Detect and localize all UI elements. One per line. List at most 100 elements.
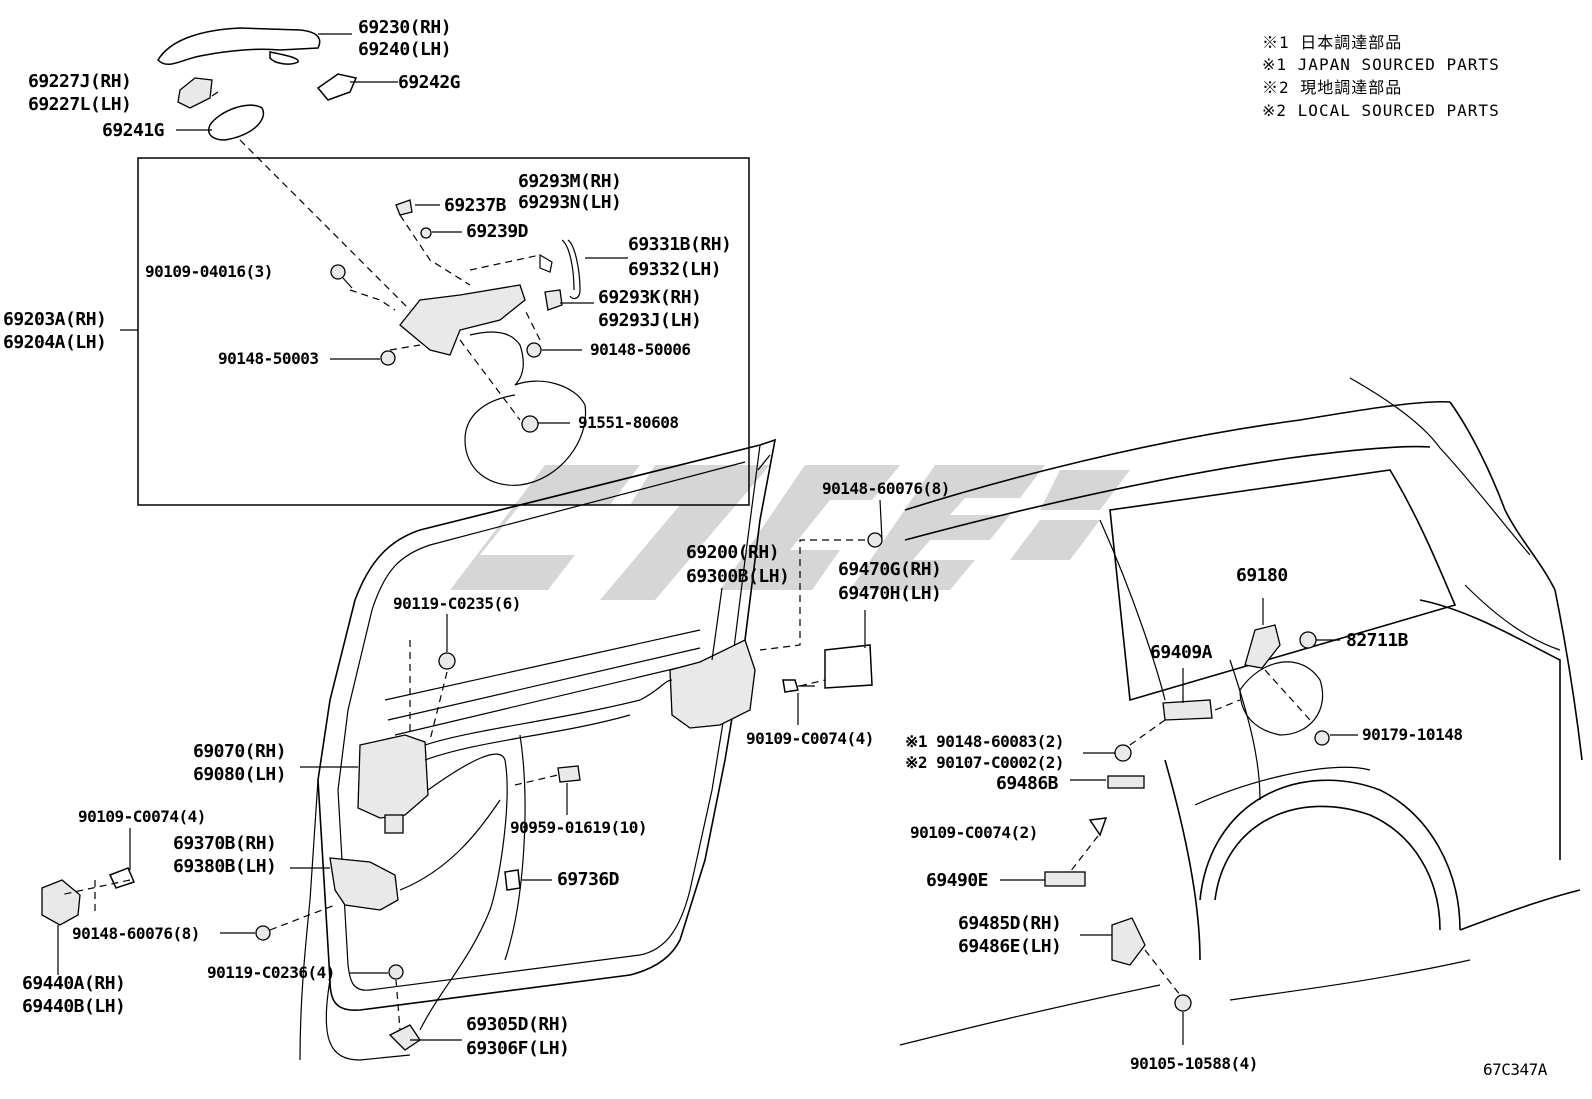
bolt-90109-c0074-mid	[782, 679, 815, 693]
label-69293m: 69293M(RH)	[518, 171, 621, 192]
striker-69409a	[1162, 699, 1213, 721]
door-lock-assembly	[669, 639, 756, 729]
label-69470h: 69470H(LH)	[838, 583, 941, 604]
fuel-lid-hinge	[1244, 624, 1281, 669]
label-90105-10588: 90105-10588(4)	[1130, 1054, 1258, 1073]
label-69239d: 69239D	[466, 221, 529, 242]
label-90179-10148: 90179-10148	[1362, 725, 1462, 744]
label-69227j: 69227J(RH)	[28, 71, 131, 92]
sourcing-notes: ※1 日本調達部品 ※1 JAPAN SOURCED PARTS ※2 現地調達…	[1262, 33, 1500, 120]
label-90959-01619: 90959-01619(10)	[510, 818, 647, 837]
label-69736d: 69736D	[557, 869, 620, 890]
cable-clamp	[557, 765, 581, 783]
dashed-assembly-lines	[59, 139, 1311, 1031]
vehicle-body-outline	[899, 377, 1583, 1046]
label-69300b: 69300B(LH)	[686, 566, 789, 587]
wire-harness	[399, 679, 673, 1031]
label-69293n: 69293N(LH)	[518, 192, 621, 213]
inset-frame	[137, 157, 750, 506]
label-69200: 69200(RH)	[686, 542, 779, 563]
label-69204a: 69204A(LH)	[3, 332, 106, 353]
label-69485d: 69485D(RH)	[958, 913, 1061, 934]
part-labels: 69230(RH) 69240(LH) 69227J(RH) 69227L(LH…	[3, 17, 1463, 1073]
bolt-90148-60083	[1114, 744, 1132, 762]
door-lock-striker-lower	[329, 857, 399, 911]
label-91551-80608: 91551-80608	[578, 413, 678, 432]
bolt-90109-c0074-left	[108, 867, 136, 889]
label-69227l: 69227L(LH)	[28, 94, 131, 115]
clip-90179-10148	[1314, 730, 1330, 746]
label-90109-c0074-mid: 90109-C0074(4)	[746, 729, 874, 748]
handle-cap	[177, 77, 213, 109]
label-90148-50006: 90148-50006	[590, 340, 690, 359]
label-90148-60076-top: 90148-60076(8)	[822, 479, 950, 498]
note-line-3: ※2 現地調達部品	[1262, 78, 1402, 97]
label-90148-60083: ※1 90148-60083(2)	[905, 732, 1064, 751]
label-69293j: 69293J(LH)	[598, 310, 701, 331]
lower-stopper	[388, 1024, 421, 1051]
label-69332: 69332(LH)	[628, 259, 721, 280]
bolt-90148-60076-top	[867, 532, 883, 548]
label-90109-c0074-right: 90109-C0074(2)	[910, 823, 1038, 842]
label-69440a: 69440A(RH)	[22, 973, 125, 994]
label-90148-60076-left: 90148-60076(8)	[72, 924, 200, 943]
label-69240: 69240(LH)	[358, 39, 451, 60]
label-69080: 69080(LH)	[193, 764, 286, 785]
label-69180: 69180	[1236, 565, 1288, 586]
bolt-90105-10588	[1174, 994, 1192, 1012]
label-69237b: 69237B	[444, 195, 507, 216]
label-69470g: 69470G(RH)	[838, 559, 941, 580]
label-90107-c0002: ※2 90107-C0002(2)	[905, 753, 1064, 772]
label-69490e: 69490E	[926, 870, 988, 891]
bracket-69490e	[1044, 871, 1086, 887]
label-90119-c0235: 90119-C0235(6)	[393, 594, 521, 613]
bolt-90109-c0074-right	[1088, 817, 1108, 837]
label-90119-c0236: 90119-C0236(4)	[207, 963, 335, 982]
clip-82711b	[1299, 631, 1317, 649]
label-69440b: 69440B(LH)	[22, 996, 125, 1017]
door-hinge-plate	[41, 879, 81, 926]
label-69241g: 69241G	[102, 120, 164, 141]
bolt-90148-50003	[380, 350, 396, 366]
label-69305d: 69305D(RH)	[466, 1014, 569, 1035]
label-69486b: 69486B	[996, 773, 1059, 794]
note-line-4: ※2 LOCAL SOURCED PARTS	[1262, 101, 1500, 120]
rear-door-outline	[299, 438, 777, 1061]
clip-69736d	[504, 869, 521, 891]
label-69070: 69070(RH)	[193, 741, 286, 762]
label-69380b: 69380B(LH)	[173, 856, 276, 877]
label-69306f: 69306F(LH)	[466, 1038, 569, 1059]
label-82711b: 82711B	[1346, 630, 1409, 651]
handle-gasket	[208, 104, 265, 141]
bracket-69485d	[1111, 917, 1146, 966]
label-69370b: 69370B(RH)	[173, 833, 276, 854]
label-69409a: 69409A	[1150, 642, 1213, 663]
label-69331b: 69331B(RH)	[628, 234, 731, 255]
label-69230: 69230(RH)	[358, 17, 451, 38]
leader-lines	[57, 33, 1358, 1045]
label-90109-c0074-left: 90109-C0074(4)	[78, 807, 206, 826]
label-90109-04016: 90109-04016(3)	[145, 262, 273, 281]
label-69203a: 69203A(RH)	[3, 309, 106, 330]
pad-69486b	[1107, 775, 1145, 789]
label-69486e: 69486E(LH)	[958, 936, 1061, 957]
bolt-90148-60076-left	[255, 925, 271, 941]
fuel-lid-panel	[1239, 661, 1324, 736]
note-line-2: ※1 JAPAN SOURCED PARTS	[1262, 55, 1500, 74]
watermark-logo	[450, 465, 1130, 600]
bolt-91551-80608	[521, 415, 539, 433]
bolt-90119-c0236	[388, 964, 404, 980]
door-closer-motor	[357, 734, 429, 834]
diagram-code: 67C347A	[1483, 1060, 1548, 1079]
handle-frame-assembly	[395, 199, 587, 486]
label-90148-50003: 90148-50003	[218, 349, 318, 368]
outside-handle	[157, 27, 321, 65]
handle-pad	[316, 73, 358, 101]
label-69293k: 69293K(RH)	[598, 287, 701, 308]
bracket-69470	[824, 644, 873, 689]
bolt-90109-04016	[330, 264, 353, 289]
bolt-90119-c0235	[438, 652, 456, 670]
label-69242g: 69242G	[398, 72, 460, 93]
bolt-90148-50006	[526, 342, 542, 358]
